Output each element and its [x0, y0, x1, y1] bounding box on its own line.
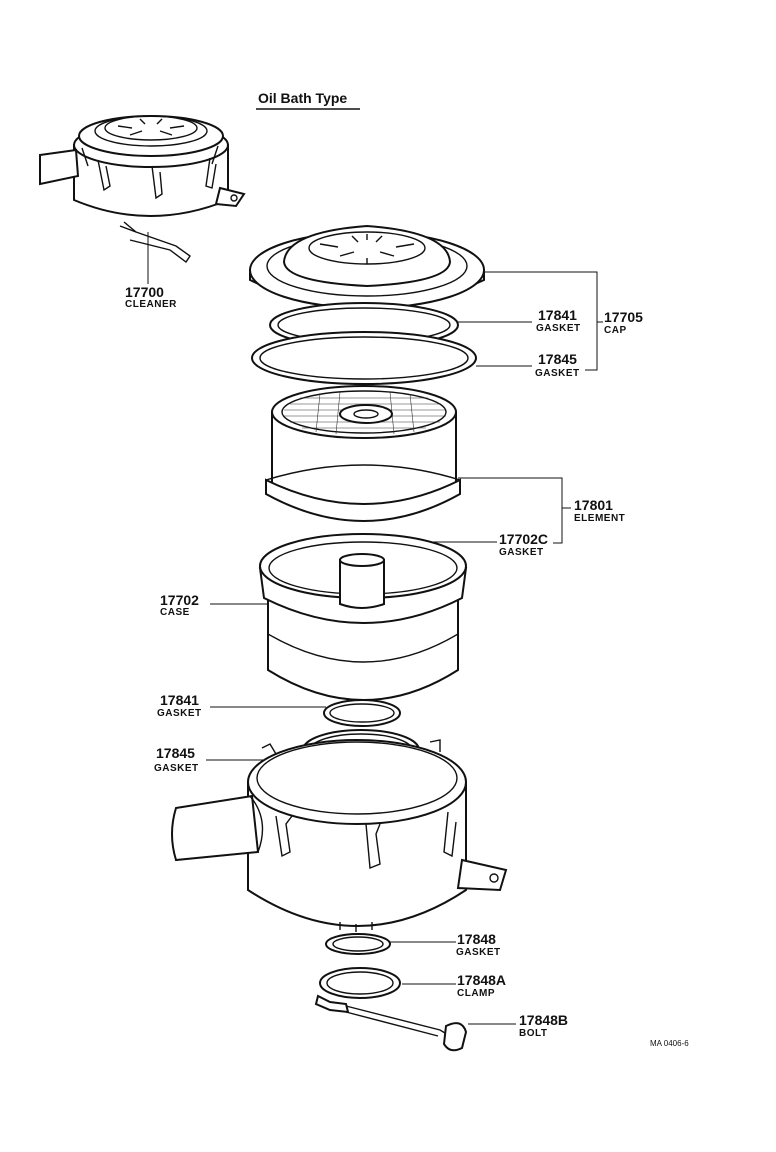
- part-number-17700: 17700: [125, 284, 164, 300]
- assembled-cleaner-illustration: [39, 115, 246, 264]
- case-illustration: [258, 533, 468, 701]
- part-name-case: CASE: [160, 607, 190, 618]
- part-number-17841-cap: 17841: [538, 307, 577, 323]
- part-number-17705: 17705: [604, 309, 643, 325]
- diagram-title: Oil Bath Type: [258, 90, 347, 106]
- part-name-gasket-17841: GASKET: [157, 708, 202, 719]
- part-name-cap: CAP: [604, 325, 627, 336]
- cleaner-body-illustration: [171, 739, 508, 932]
- gasket-17841-illustration: [323, 699, 401, 727]
- part-name-gasket-element: GASKET: [499, 547, 544, 558]
- part-number-17848: 17848: [457, 931, 496, 947]
- part-name-gasket-cap-a: GASKET: [536, 323, 581, 334]
- cap-illustration: [249, 224, 485, 309]
- part-name-element: ELEMENT: [574, 513, 625, 524]
- part-number-17845-cap: 17845: [538, 351, 577, 367]
- element-illustration: [265, 385, 461, 522]
- part-name-gasket-17848: GASKET: [456, 947, 501, 958]
- part-number-17702C: 17702C: [499, 531, 548, 547]
- part-number-17845: 17845: [156, 745, 195, 761]
- part-name-gasket-17845: GASKET: [154, 763, 199, 774]
- part-name-gasket-cap-b: GASKET: [535, 368, 580, 379]
- part-number-17848B: 17848B: [519, 1012, 568, 1028]
- gasket-17848-illustration: [325, 933, 391, 955]
- cap-gasket-17845-illustration: [251, 331, 477, 385]
- drawing-code: MA 0406-6: [650, 1039, 689, 1048]
- clamp-17848A-illustration: [314, 967, 401, 1014]
- part-name-bolt: BOLT: [519, 1028, 547, 1039]
- part-name-clamp: CLAMP: [457, 988, 495, 999]
- part-number-17841: 17841: [160, 692, 199, 708]
- bolt-17848B-illustration: [345, 1005, 468, 1052]
- part-number-17702: 17702: [160, 592, 199, 608]
- part-name-cleaner: CLEANER: [125, 299, 177, 310]
- part-number-17848A: 17848A: [457, 972, 506, 988]
- part-number-17801: 17801: [574, 497, 613, 513]
